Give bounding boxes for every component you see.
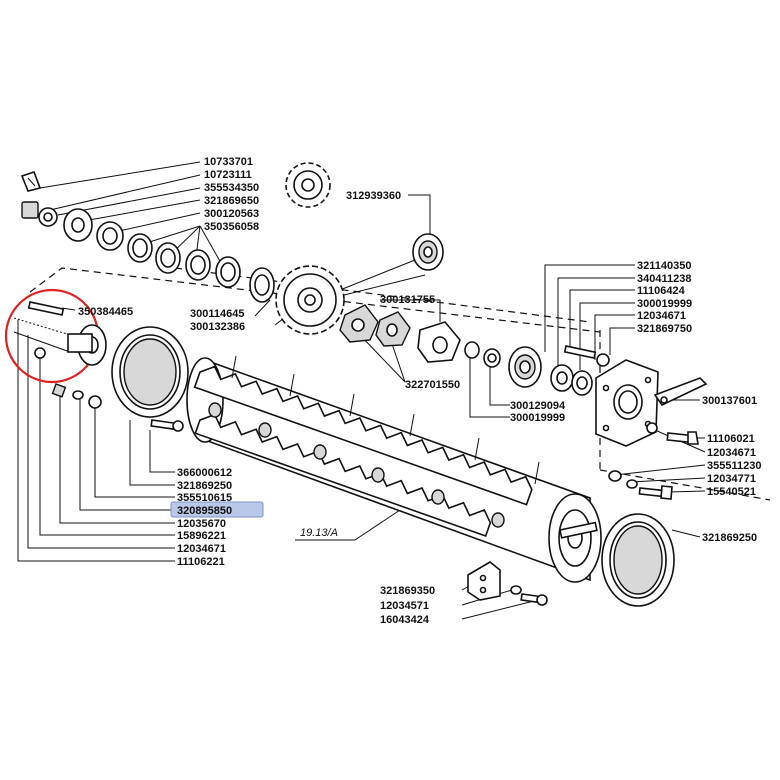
label-11106221[interactable]: 11106221 xyxy=(177,556,225,568)
label-300137601[interactable]: 300137601 xyxy=(702,395,757,407)
label-355534350[interactable]: 355534350 xyxy=(204,182,259,194)
label-321869650[interactable]: 321869650 xyxy=(204,195,259,207)
right-bearing-set xyxy=(464,341,610,396)
label-300132386[interactable]: 300132386 xyxy=(190,321,245,333)
label-321869250-left[interactable]: 321869250 xyxy=(177,480,232,492)
label-312939360[interactable]: 312939360 xyxy=(346,190,401,202)
label-320895850[interactable]: 320895850 xyxy=(177,505,232,517)
label-355511230[interactable]: 355511230 xyxy=(707,460,761,472)
right-lower-small-parts xyxy=(608,470,673,500)
label-300019999-upper[interactable]: 300019999 xyxy=(637,298,692,310)
highlight-box[interactable] xyxy=(170,501,264,518)
label-321869250-right[interactable]: 321869250 xyxy=(702,532,757,544)
label-300019999-lower[interactable]: 300019999 xyxy=(510,412,565,424)
label-15540521[interactable]: 15540521 xyxy=(707,486,756,498)
left-shaft-assembly xyxy=(4,288,184,432)
bottom-bracket xyxy=(467,561,548,606)
top-small-parts xyxy=(20,170,275,303)
large-sprocket xyxy=(275,265,345,335)
rotor-drum xyxy=(186,355,602,583)
label-12034571[interactable]: 12034571 xyxy=(380,600,429,612)
label-340411238[interactable]: 340411238 xyxy=(637,273,691,285)
label-321869750[interactable]: 321869750 xyxy=(637,323,692,335)
bearing-plate xyxy=(595,359,708,447)
label-11106424[interactable]: 11106424 xyxy=(637,285,686,297)
label-12034671-upper[interactable]: 12034671 xyxy=(637,310,686,322)
right-drum-ring xyxy=(601,513,675,607)
label-16043424[interactable]: 16043424 xyxy=(380,614,430,626)
label-12034771[interactable]: 12034771 xyxy=(707,473,756,485)
label-300120563[interactable]: 300120563 xyxy=(204,208,259,220)
label-12034671-mid[interactable]: 12034671 xyxy=(707,447,756,459)
label-350384465[interactable]: 350384465 xyxy=(78,306,133,318)
label-321869350[interactable]: 321869350 xyxy=(380,585,435,597)
label-12035670[interactable]: 12035670 xyxy=(177,518,226,530)
label-10723111[interactable]: 10723111 xyxy=(204,169,252,181)
label-300114645[interactable]: 300114645 xyxy=(190,308,244,320)
label-322701550[interactable]: 322701550 xyxy=(405,379,460,391)
label-10733701[interactable]: 10733701 xyxy=(204,156,253,168)
label-366000612[interactable]: 366000612 xyxy=(177,467,232,479)
small-sprocket xyxy=(285,162,331,208)
label-355510615[interactable]: 355510615 xyxy=(177,492,232,504)
part-labels: 10733701 10723111 355534350 321869650 30… xyxy=(78,156,761,626)
assembly-outline xyxy=(29,267,771,501)
coupling xyxy=(339,304,461,363)
label-300131755[interactable]: 300131755 xyxy=(380,294,435,306)
reference-19-13a[interactable]: 19.13/A xyxy=(300,527,338,539)
label-12034671-lower[interactable]: 12034671 xyxy=(177,543,226,555)
bearing-top xyxy=(412,233,444,271)
label-15896221[interactable]: 15896221 xyxy=(177,530,226,542)
label-350356058[interactable]: 350356058 xyxy=(204,221,259,233)
label-11106021[interactable]: 11106021 xyxy=(707,433,755,445)
label-321140350[interactable]: 321140350 xyxy=(637,260,691,272)
left-drum-ring xyxy=(111,326,189,418)
label-300129094[interactable]: 300129094 xyxy=(510,400,566,412)
